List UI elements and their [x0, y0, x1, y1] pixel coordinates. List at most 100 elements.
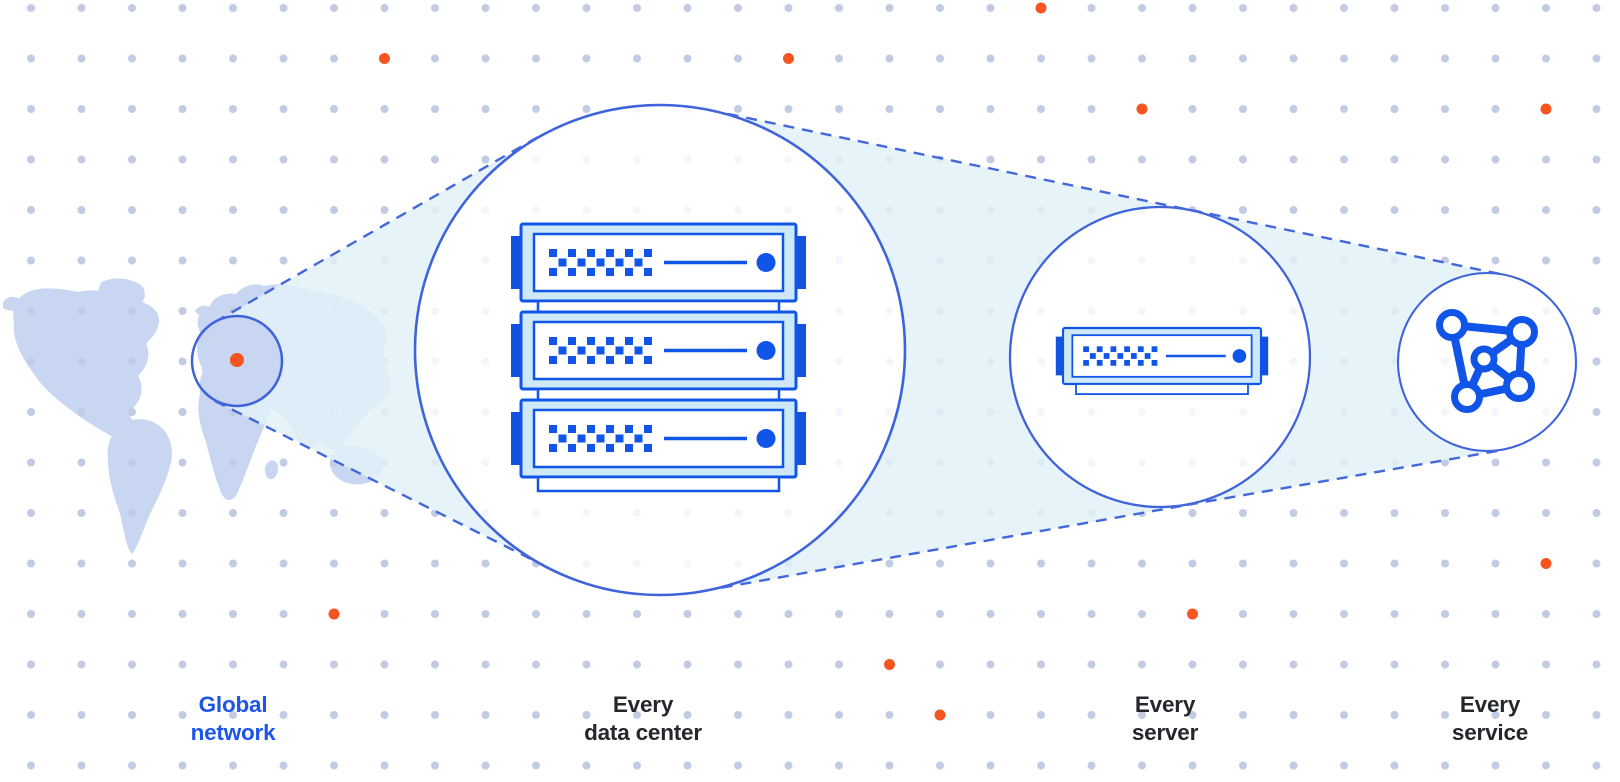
label-line: Every [1135, 692, 1196, 717]
grid-dot [1087, 761, 1096, 770]
grid-dot [1542, 4, 1550, 12]
grid-dot [128, 307, 136, 315]
server-vent-square [1151, 360, 1158, 366]
dashed-tangent-line-3 [702, 503, 1188, 593]
grid-dot [279, 206, 288, 214]
grid-dot [1441, 155, 1449, 164]
grid-dot [1289, 4, 1298, 12]
grid-dot [582, 54, 591, 63]
server-vent-square [1096, 360, 1103, 366]
orange-grid-dot [1187, 608, 1198, 620]
location-pin [230, 353, 244, 367]
grid-dot [27, 54, 35, 63]
server-vent-square [615, 434, 624, 443]
server-vent-square [606, 337, 614, 345]
grid-dot [1542, 256, 1550, 265]
server-vent-square [568, 337, 576, 345]
server-vent-square [606, 425, 614, 433]
grid-dot [936, 4, 944, 12]
grid-dot [1188, 711, 1197, 719]
grid-dot [229, 4, 237, 12]
grid-dot [1087, 711, 1096, 719]
grid-dot [178, 458, 187, 467]
grid-dot [1037, 761, 1045, 770]
grid-dot [330, 206, 338, 214]
grid-dot [1441, 559, 1449, 568]
grid-dot [279, 761, 288, 770]
grid-dot [1239, 155, 1247, 164]
grid-dot [77, 307, 86, 315]
grid-dot [1542, 54, 1550, 63]
server-vent-square [625, 425, 633, 433]
server-faceplate [1071, 334, 1253, 378]
grid-dot [330, 761, 338, 770]
grid-dot [279, 458, 288, 467]
grid-dot [784, 610, 793, 618]
label-line: Every [1460, 692, 1521, 717]
grid-dot [1289, 660, 1298, 669]
grid-dot [1542, 711, 1550, 719]
grid-dot [380, 559, 389, 568]
server-vent-square [587, 337, 595, 345]
grid-dot [1037, 711, 1045, 719]
grid-dot [380, 155, 389, 164]
server-vent-square [549, 444, 557, 452]
server-vent-square [606, 356, 614, 364]
server-vent-square [1083, 360, 1089, 366]
grid-dot [835, 761, 843, 770]
island-alaska-tip [3, 296, 24, 311]
server-vent-square [558, 346, 567, 355]
grid-dot [885, 54, 894, 63]
grid-dot [1390, 206, 1399, 214]
grid-dot [481, 105, 490, 113]
server-vent-square [1083, 346, 1089, 353]
grid-dot [431, 155, 439, 164]
grid-dot [633, 761, 641, 770]
grid-dot [1441, 761, 1449, 770]
grid-dot [1592, 458, 1601, 467]
grid-dot [279, 509, 288, 517]
grid-dot [1491, 509, 1500, 517]
orange-grid-dot [379, 53, 390, 64]
grid-dot [734, 105, 742, 113]
grid-dot [936, 660, 944, 669]
grid-dot [1138, 54, 1146, 63]
server-vent-square [549, 337, 557, 345]
grid-dot [1239, 660, 1247, 669]
grid-dot [1340, 660, 1348, 669]
grid-dot [279, 4, 288, 12]
grid-dot [1340, 54, 1348, 63]
island-greenland [98, 278, 145, 312]
server-vent-square [549, 268, 557, 276]
grid-dot [1289, 54, 1298, 63]
server-vent-square [577, 346, 586, 355]
grid-dot [481, 155, 490, 164]
grid-dot [1542, 206, 1550, 214]
dashed-tangent-line-0 [214, 135, 539, 324]
grid-dot [1188, 761, 1197, 770]
grid-dot [431, 610, 439, 618]
grid-dot [784, 4, 793, 12]
grid-dot [683, 660, 692, 669]
label-line: data center [584, 720, 702, 745]
grid-dot [734, 610, 742, 618]
grid-dot [936, 610, 944, 618]
grid-dot [431, 761, 439, 770]
grid-dot [734, 711, 742, 719]
grid-dot [380, 610, 389, 618]
grid-dot [178, 408, 187, 416]
grid-dot [885, 711, 894, 719]
grid-dot [128, 54, 136, 63]
grid-dot [1239, 54, 1247, 63]
server-indicator-led [756, 341, 776, 360]
orange-grid-dot [1540, 558, 1552, 569]
grid-dot [229, 54, 237, 63]
grid-dot [1390, 509, 1399, 517]
grid-dot [1138, 660, 1146, 669]
server-vent-square [625, 249, 633, 257]
grid-dot [128, 408, 136, 416]
zoom-cone-2 [1187, 210, 1505, 505]
grid-dot [784, 105, 793, 113]
grid-dot [986, 105, 995, 113]
